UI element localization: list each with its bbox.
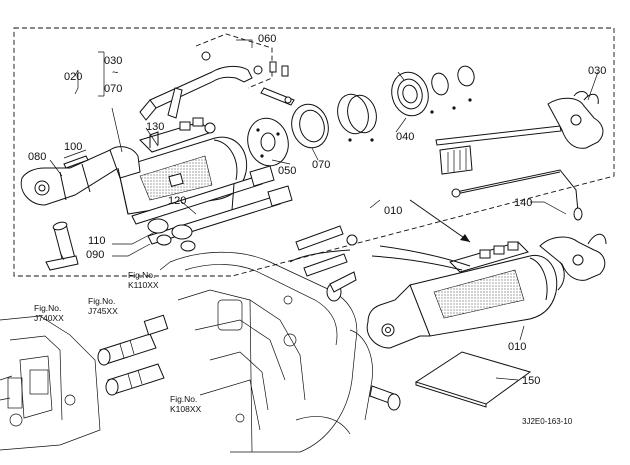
label-070-range-end: 070	[104, 83, 122, 95]
label-030-range-start: 030	[104, 55, 122, 67]
fig-ref-k108-line1: Fig.No.	[170, 394, 197, 404]
pin-100	[63, 155, 89, 169]
label-090: 090	[86, 249, 104, 261]
seal-050	[247, 117, 289, 167]
label-140: 140	[514, 197, 532, 209]
lever-kit-060	[139, 33, 295, 121]
transmission-housing	[0, 315, 101, 451]
manual-150	[414, 351, 532, 408]
leader-arrow	[409, 199, 471, 243]
couplers-110	[147, 218, 196, 252]
label-030: 030	[588, 65, 606, 77]
label-050: 050	[278, 165, 296, 177]
arrowhead	[460, 234, 470, 242]
tractor-rear-frame	[159, 251, 373, 453]
label-040: 040	[396, 131, 414, 143]
plug-fitting	[369, 385, 401, 411]
label-010-top: 010	[384, 205, 402, 217]
ring-070	[291, 103, 329, 149]
label-130: 130	[146, 121, 164, 133]
label-tilde: ~	[112, 67, 118, 79]
chain-140	[451, 169, 583, 221]
fig-ref-k108-line2: K108XX	[170, 404, 202, 414]
label-020: 020	[64, 71, 82, 83]
label-060: 060	[258, 33, 276, 45]
label-120: 120	[168, 195, 186, 207]
fig-ref-j745-line1: Fig.No.	[88, 296, 115, 306]
label-110: 110	[88, 235, 106, 247]
label-010: 010	[508, 341, 526, 353]
label-150: 150	[522, 375, 540, 387]
fig-ref-k110-line2: K110XX	[128, 280, 159, 290]
fig-ref-j745-line2: J745XX	[88, 306, 118, 316]
diagram-code: 3J2E0-163-10	[522, 417, 573, 426]
piston-rod-030	[435, 91, 604, 175]
label-100: 100	[64, 141, 82, 153]
fig-ref-k110-line1: Fig.No.	[128, 270, 155, 280]
kit-boundary-dashed	[13, 27, 615, 277]
remote-couplers	[97, 314, 169, 396]
pin-090	[45, 221, 79, 271]
fig-ref-j740-line1: Fig.No.	[34, 303, 61, 313]
hose-fittings	[295, 225, 358, 302]
fig-ref-j740-line2: J740XX	[34, 313, 64, 323]
o-rings-040	[337, 65, 475, 142]
label-080: 080	[28, 151, 46, 163]
label-070: 070	[312, 159, 330, 171]
leader-lines	[49, 39, 599, 381]
hydraulic-cylinder-assembled-010	[289, 233, 607, 349]
